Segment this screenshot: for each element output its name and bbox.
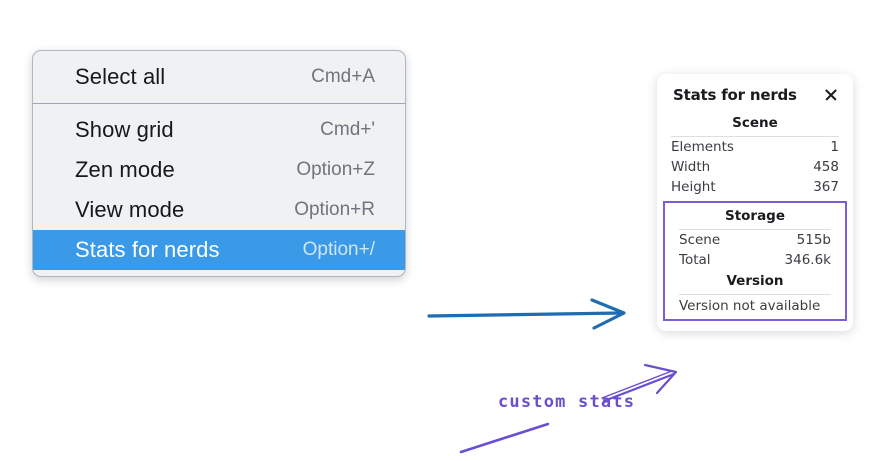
annotation-label-custom-stats: custom stats: [498, 392, 636, 412]
stats-panel-header: Stats for nerds: [657, 84, 853, 112]
version-note: Version not available: [679, 298, 821, 314]
menu-item-zen-mode[interactable]: Zen mode Option+Z: [33, 150, 405, 190]
section-title-scene: Scene: [732, 115, 778, 131]
section-divider: [671, 136, 839, 137]
stat-label: Width: [671, 159, 711, 175]
blue-arrow-menu-to-panel: [427, 298, 626, 330]
menu-item-shortcut: Cmd+': [320, 119, 375, 140]
custom-stats-highlight-box: Storage Scene 515b Total 346.6k Version …: [663, 201, 847, 321]
stats-section-scene: Scene Elements 1 Width 458 Height 367: [657, 112, 853, 197]
menu-item-label: Show grid: [75, 117, 174, 142]
stat-row-elements: Elements 1: [657, 137, 853, 157]
menu-item-select-all[interactable]: Select all Cmd+A: [33, 57, 405, 97]
section-title-version: Version: [726, 273, 784, 289]
section-title-storage: Storage: [724, 208, 786, 224]
menu-item-shortcut: Option+R: [294, 199, 375, 220]
stat-value: 346.6k: [784, 252, 831, 268]
section-divider: [679, 294, 831, 295]
stat-label: Elements: [671, 139, 734, 155]
menu-item-label: Stats for nerds: [75, 237, 220, 262]
stat-value: 458: [813, 159, 839, 175]
menu-item-shortcut: Cmd+A: [311, 66, 375, 87]
stat-row-storage-total: Total 346.6k: [665, 250, 845, 270]
stat-label: Scene: [679, 232, 721, 248]
close-icon[interactable]: [823, 87, 839, 103]
stat-value: 515b: [796, 232, 831, 248]
menu-item-stats-for-nerds[interactable]: Stats for nerds Option+/: [33, 230, 405, 270]
stat-value: 1: [830, 139, 839, 155]
stat-value: 367: [813, 179, 839, 195]
menu-item-label: Select all: [75, 64, 166, 89]
menu-item-show-grid[interactable]: Show grid Cmd+': [33, 110, 405, 150]
menu-item-shortcut: Option+/: [302, 239, 375, 260]
stat-label: Height: [671, 179, 716, 195]
stats-section-version: Version Version not available: [665, 270, 845, 316]
stat-row-storage-scene: Scene 515b: [665, 230, 845, 250]
stats-panel-title: Stats for nerds: [673, 86, 797, 104]
stat-label: Total: [679, 252, 711, 268]
stat-row-height: Height 367: [657, 177, 853, 197]
menu-group-1: Select all Cmd+A: [33, 51, 405, 103]
menu-item-view-mode[interactable]: View mode Option+R: [33, 190, 405, 230]
menu-item-label: View mode: [75, 197, 185, 222]
purple-underline-stroke: [459, 422, 550, 454]
stats-section-storage: Storage Scene 515b Total 346.6k: [665, 205, 845, 270]
menu-group-2: Show grid Cmd+' Zen mode Option+Z View m…: [33, 103, 405, 276]
menu-item-shortcut: Option+Z: [296, 159, 375, 180]
stat-row-width: Width 458: [657, 157, 853, 177]
canvas-context-menu[interactable]: Select all Cmd+A Show grid Cmd+' Zen mod…: [32, 50, 406, 277]
stats-for-nerds-panel: Stats for nerds Scene Elements 1 Width 4…: [657, 74, 853, 331]
menu-item-label: Zen mode: [75, 157, 175, 182]
section-divider: [679, 229, 831, 230]
